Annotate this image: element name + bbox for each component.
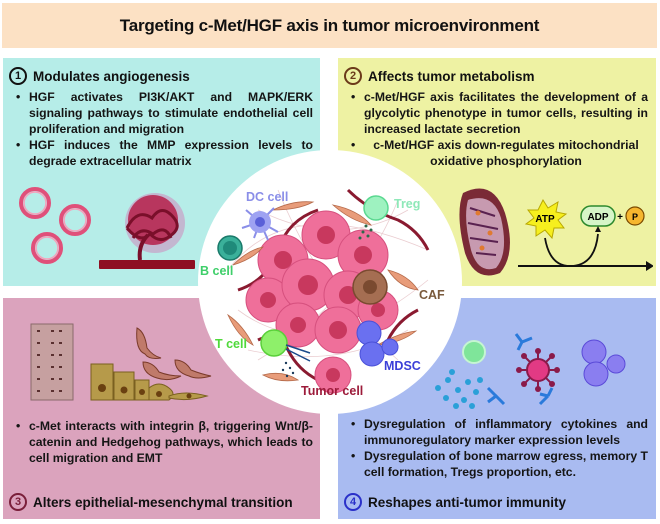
bullet-list: Dysregulation of inflammatory cytokines … [348, 416, 648, 480]
quadrant-heading: 3 Alters epithelial-mesenchymal transiti… [9, 493, 293, 511]
antibody-icon [486, 333, 554, 406]
quadrant-heading: 4 Reshapes anti-tumor immunity [344, 493, 566, 511]
virus-icon [516, 348, 560, 392]
bullet-item: c-Met interacts with integrin β, trigger… [13, 418, 313, 466]
label-mdsc: MDSC [384, 359, 421, 373]
label-caf: CAF [419, 288, 445, 302]
quadrant-heading: 2 Affects tumor metabolism [344, 67, 535, 85]
p-label: P [632, 212, 638, 222]
bullet-item: Dysregulation of bone marrow egress, mem… [348, 448, 648, 480]
heading-text: Reshapes anti-tumor immunity [368, 494, 567, 510]
figure-title: Targeting c-Met/HGF axis in tumor microe… [119, 15, 540, 35]
tumor-mass-icon [99, 193, 195, 269]
label-tumor-cell: Tumor cell [301, 384, 364, 398]
cytokine-dots-icon [435, 369, 483, 409]
label-t-cell: T cell [215, 337, 247, 351]
bullet-item: c-Met/HGF axis facilitates the developme… [348, 89, 648, 137]
bullet-list: c-Met/HGF axis facilitates the developme… [348, 89, 648, 169]
label-b-cell: B cell [200, 264, 234, 278]
epithelial-layer-icon [30, 323, 74, 401]
number-badge: 3 [9, 493, 27, 511]
plus-sign: + [617, 212, 623, 223]
bullet-list: HGF activates PI3K/AKT and MAPK/ERK sign… [13, 89, 313, 169]
t-cell-icon [462, 340, 486, 364]
t-cell-icon [260, 329, 288, 357]
fibroblast-icon [227, 201, 419, 382]
atp-label: ATP [535, 214, 555, 225]
label-treg: Treg [394, 197, 421, 211]
atp-burst-icon [524, 198, 568, 240]
b-cell-icon [217, 235, 243, 261]
vessel-ring-icon [19, 187, 91, 264]
label-dc-cell: DC cell [246, 190, 289, 204]
phosphate-icon [625, 206, 645, 226]
heading-text: Affects tumor metabolism [368, 68, 535, 84]
adp-label: ADP [587, 212, 608, 223]
bullet-item: HGF induces the MMP expression levels to… [13, 137, 313, 169]
treg-cell-icon [363, 195, 389, 221]
dc-cell-icon [241, 207, 279, 241]
bullet-list: c-Met interacts with integrin β, trigger… [13, 418, 313, 466]
number-badge: 2 [344, 67, 362, 85]
bullet-item: HGF activates PI3K/AKT and MAPK/ERK sign… [13, 89, 313, 137]
heading-text: Modulates angiogenesis [33, 68, 190, 84]
bullet-item: Dysregulation of inflammatory cytokines … [348, 416, 648, 448]
angiogenesis-illustration [19, 187, 195, 269]
number-badge: 1 [9, 67, 27, 85]
metabolism-illustration: ATP ADP + P [459, 188, 653, 276]
tumor-microenvironment-illustration [217, 188, 430, 394]
reaction-arrow-icon [544, 233, 599, 267]
bullet-item: c-Met/HGF axis down-regulates mitochondr… [348, 137, 648, 169]
title-banner: Targeting c-Met/HGF axis in tumor microe… [2, 3, 657, 48]
immunity-illustration [435, 333, 626, 409]
emt-illustration [30, 323, 212, 401]
quadrant-heading: 1 Modulates angiogenesis [9, 67, 190, 85]
number-badge: 4 [344, 493, 362, 511]
caf-cell-icon [352, 269, 388, 305]
mdsc-cell-icon [356, 320, 399, 367]
mitochondrion-icon [459, 188, 510, 276]
tumor-microenvironment-circle: DC cell Treg B cell CAF T cell MDSC Tumo… [198, 150, 462, 414]
mesenchymal-cell-icon [136, 327, 212, 381]
mdsc-cluster-icon [581, 339, 626, 387]
heading-text: Alters epithelial-mesenchymal transition [33, 494, 293, 510]
